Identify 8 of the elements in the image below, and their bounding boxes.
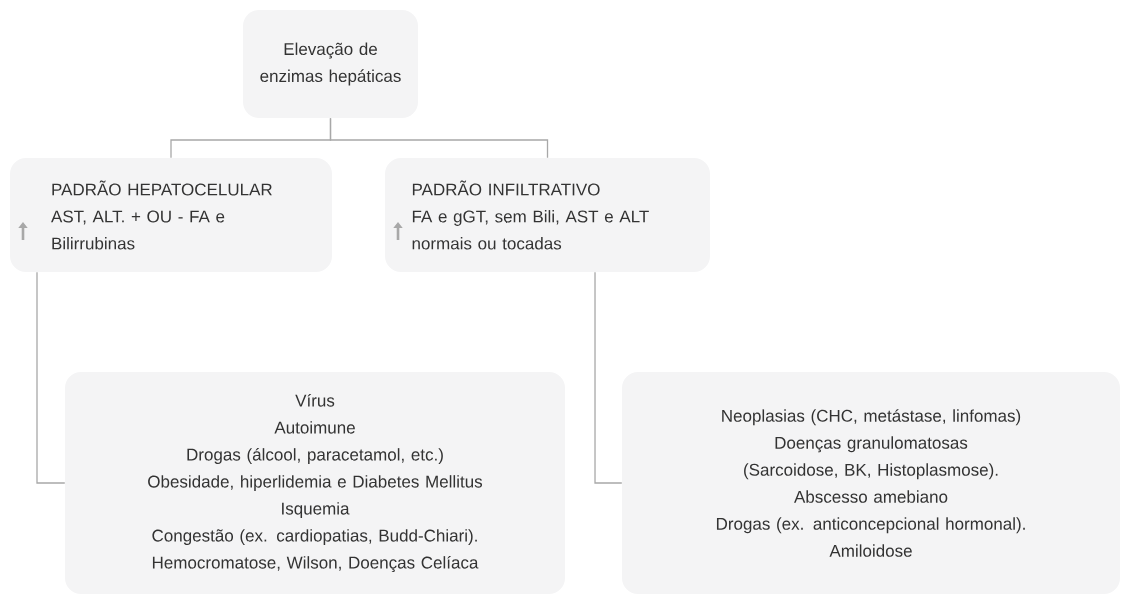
connector-line (594, 271, 623, 484)
connector-line (329, 117, 549, 159)
pattern-box: PADRÃO INFILTRATIVO FA e gGT, sem Bili, AST e ALT normais ou tocadas (385, 158, 710, 272)
connector-line (36, 271, 66, 484)
cause-list-box: Vírus Autoimune Drogas (álcool, paracetamol, etc.) Obesidade, hiperlidemia e Diabetes Mellitus Isquemia Congestão (ex. cardiopatias, Budd-Chiari). Hemocromatose, Wilson, Doenças Celíaca (65, 372, 565, 594)
start-box: Elevação de enzimas hepáticas (243, 10, 418, 118)
cause-list-box: Neoplasias (CHC, metástase, linfomas) Doenças granulomatosas (Sarcoidose, BK, Histoplasmose). Abscesso amebiano Drogas (ex. anticoncepcional hormonal). Amiloidose (622, 372, 1120, 594)
pattern-box: PADRÃO HEPATOCELULAR AST, ALT. + OU - FA e Bilirrubinas (10, 158, 332, 272)
